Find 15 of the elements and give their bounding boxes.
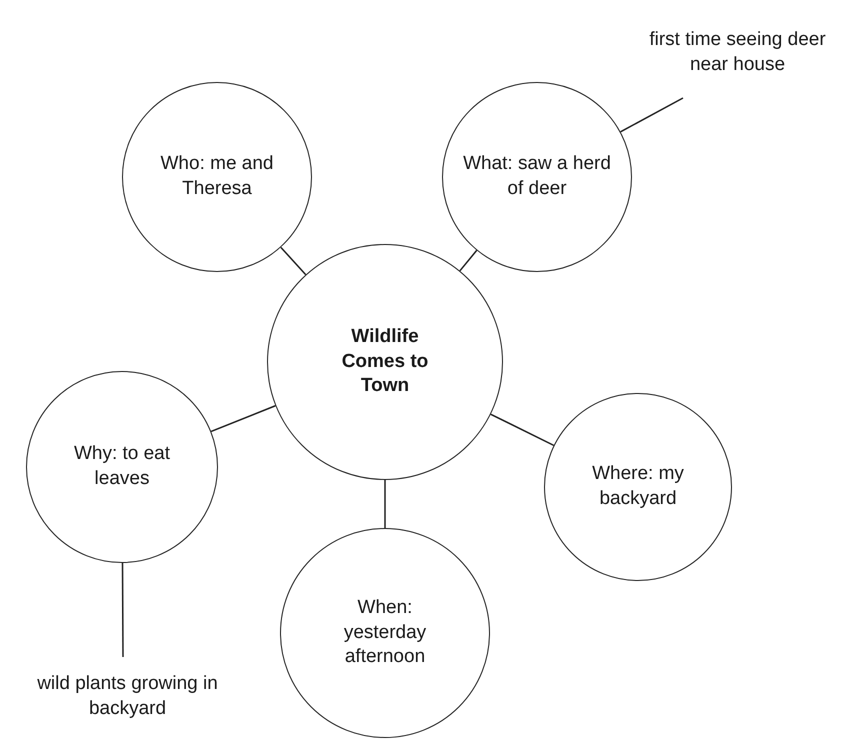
bubble-label: Wildlife Comes to Town (340, 324, 430, 398)
connector-line (490, 414, 554, 446)
bubble-label: When: yesterday afternoon (342, 596, 428, 670)
bubble-label: Who: me and Theresa (160, 152, 274, 201)
detail-note: wild plants growing in backyard (36, 672, 219, 721)
connector-line (122, 563, 124, 657)
connector-line (210, 405, 276, 432)
bubble-label: Why: to eat leaves (72, 442, 172, 491)
connector-line (384, 480, 386, 528)
connector-line (620, 97, 684, 132)
bubble-label: What: saw a herd of deer (462, 152, 612, 201)
bubble-label: Where: my backyard (591, 462, 685, 511)
connector-line (280, 246, 306, 276)
detail-note: first time seeing deer near house (648, 28, 827, 77)
connector-line (459, 250, 478, 272)
